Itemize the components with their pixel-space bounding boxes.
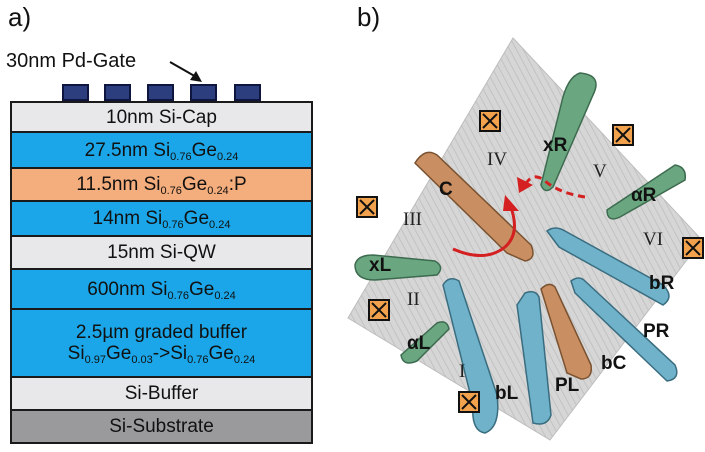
gate-bL (442, 278, 499, 434)
gate-electrode (62, 84, 89, 101)
ohmic-contact (479, 110, 501, 132)
gate-label-aR: αR (631, 185, 657, 206)
ohmic-contact (458, 391, 480, 413)
gate-electrode (147, 84, 174, 101)
layer-graded-buffer: 2.5µm graded buffer Si0.97Ge0.03->Si0.76… (10, 310, 313, 378)
ohmic-contact (368, 299, 390, 321)
ohmic-contact (682, 237, 704, 259)
layer-si-buffer: Si-Buffer (10, 378, 313, 411)
gate-label-PR: PR (643, 321, 670, 342)
gate-label-xL: xL (369, 255, 392, 276)
gate-PL (516, 290, 552, 425)
solid-arrowhead (503, 195, 519, 211)
region-label-V: V (593, 161, 607, 182)
layer-doped-sige: 11.5nm Si0.76Ge0.24:P (10, 169, 313, 202)
gate-label-xR: xR (543, 135, 568, 156)
gate-PR (570, 277, 678, 382)
layer-si-cap: 10nm Si-Cap (10, 101, 313, 133)
gate-label-PL: PL (555, 375, 580, 396)
layer-si-qw: 15nm Si-QW (10, 237, 313, 270)
ohmic-contact (356, 196, 378, 218)
region-label-IV: IV (487, 149, 507, 170)
gate-aR (606, 164, 687, 220)
panel-label-a: a) (8, 2, 32, 32)
region-label-II: II (407, 289, 420, 310)
gate-label-bC: bC (601, 353, 627, 374)
layer-si-substrate: Si-Substrate (10, 411, 313, 444)
layer-sige-14: 14nm Si0.76Ge0.24 (10, 202, 313, 237)
gate-label-bL: bL (495, 383, 519, 404)
panel-label-b: b) (357, 2, 381, 32)
layer-sige-600: 600nm Si0.76Ge0.24 (10, 270, 313, 310)
gate-label-bR: bR (649, 273, 675, 294)
region-label-VI: VI (643, 229, 663, 250)
solid-arrow (452, 204, 516, 257)
layer-stack: 10nm Si-Cap 27.5nm Si0.76Ge0.24 11.5nm S… (10, 101, 313, 444)
gate-pointer-arrow (169, 61, 202, 82)
layer-sige-27: 27.5nm Si0.76Ge0.24 (10, 133, 313, 169)
gate-label-C: C (439, 179, 453, 200)
gate-electrode (234, 84, 261, 101)
gate-electrode (190, 84, 217, 101)
dashed-arrowhead (517, 177, 533, 193)
gate-xL (354, 254, 442, 281)
gate-aL (400, 321, 450, 364)
gate-bC (540, 283, 593, 380)
region-label-III: III (403, 209, 422, 230)
ohmic-contact (612, 124, 634, 146)
gate-label-aL: αL (407, 333, 431, 354)
region-label-I: I (459, 361, 465, 382)
device-afm-image: I II III IV V VI C xR αR xL αL bL PL bC … (347, 37, 704, 441)
gate-xR (540, 72, 597, 192)
dashed-arrow (523, 175, 586, 199)
gate-electrode (104, 84, 131, 101)
gate-label: 30nm Pd-Gate (6, 50, 137, 72)
gate-C (414, 151, 534, 262)
gate-bR (545, 227, 670, 306)
